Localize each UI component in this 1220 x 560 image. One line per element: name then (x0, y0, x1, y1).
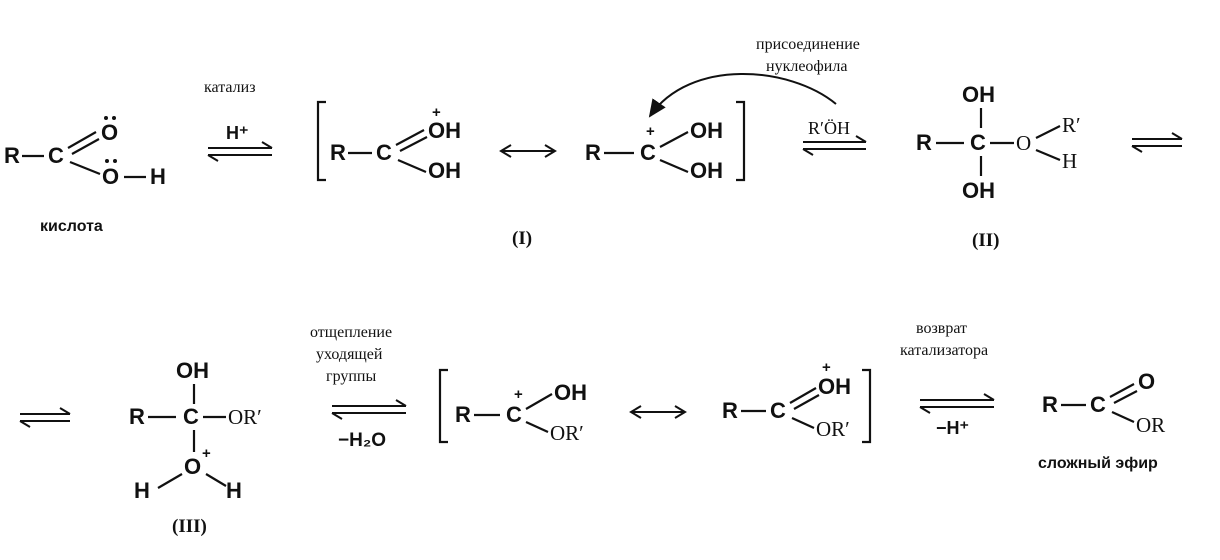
leaving-label-line2: уходящей (316, 346, 383, 363)
catalysis-label: катализ (204, 79, 256, 96)
int4a-oh: OH (554, 380, 587, 405)
ester-structure: R C O OR (1042, 369, 1165, 437)
acid-c: C (48, 143, 64, 168)
acid-structure: R C O O H (4, 116, 166, 189)
nucleophile-label-line2: нуклеофила (766, 58, 847, 75)
resonance-arrow-1 (499, 144, 557, 158)
ester-c: C (1090, 392, 1106, 417)
equilibrium-arrow-1 (207, 141, 273, 162)
acid-double-bond-a (67, 131, 97, 149)
ester-caption: сложный эфир (1038, 455, 1158, 472)
form-b-plus: + (646, 123, 655, 140)
form-a-c: C (376, 140, 392, 165)
acid-carbonyl-lone-pair-2 (112, 116, 116, 120)
int2-o: O (1016, 131, 1031, 155)
ester-r: R (1042, 392, 1058, 417)
acid-hydroxyl-lone-pair-2 (113, 159, 117, 163)
intermediate-1-form-a: R C + OH OH (330, 104, 461, 183)
equilibrium-arrow-3 (1131, 132, 1183, 153)
intermediate-1-label: (I) (512, 228, 532, 249)
int3-c: C (183, 404, 199, 429)
acid-r: R (4, 143, 20, 168)
ester-or: OR (1136, 413, 1165, 437)
int4b-c: C (770, 398, 786, 423)
int3-r: R (129, 404, 145, 429)
nucleophile-attack-curved-arrow (648, 73, 837, 118)
form-b-oh-top: OH (690, 118, 723, 143)
int4b-oh: OH (818, 374, 851, 399)
intermediate-2-label: (II) (972, 230, 999, 251)
nucleophile-reagent: R′ÖH (808, 118, 850, 138)
return-label-line2: катализатора (900, 342, 988, 359)
int2-c: C (970, 130, 986, 155)
int2-h: H (1062, 149, 1077, 173)
int2-oh-bottom: OH (962, 178, 995, 203)
int3-or-prime: OR′ (228, 405, 262, 429)
acid-h: H (150, 164, 166, 189)
leaving-label-line1: отщепление (310, 324, 392, 341)
form-b-r: R (585, 140, 601, 165)
h-plus-label: H⁺ (226, 123, 249, 143)
int4a-plus: + (514, 386, 523, 403)
int3-oh-top: OH (176, 358, 209, 383)
int2-r-prime: R′ (1062, 113, 1081, 137)
resonance-arrow-2 (629, 405, 687, 419)
intermediate-1-bracket (316, 100, 746, 182)
int4a-or-prime: OR′ (550, 421, 584, 445)
int4b-or-prime: OR′ (816, 417, 850, 441)
intermediate-4-form-b: R C + OH OR′ (722, 359, 851, 441)
int4b-plus: + (822, 359, 831, 376)
intermediate-4-bracket (438, 368, 872, 444)
int2-oh-top: OH (962, 82, 995, 107)
acid-carbonyl-lone-pair (104, 116, 108, 120)
acid-double-bond-b (71, 138, 100, 155)
intermediate-4-form-a: R C + OH OR′ (455, 380, 587, 445)
form-b-oh-bottom: OH (690, 158, 723, 183)
equilibrium-arrow-4 (19, 407, 71, 428)
form-a-r: R (330, 140, 346, 165)
int4a-r: R (455, 402, 471, 427)
ester-carbonyl-o: O (1138, 369, 1155, 394)
int4b-r: R (722, 398, 738, 423)
nucleophile-label-line1: присоединение (756, 36, 860, 53)
intermediate-2-structure: OH R C O R′ H OH (916, 82, 1081, 203)
int3-plus: + (202, 445, 211, 462)
acid-hydroxyl-lone-pair (105, 159, 109, 163)
form-a-oh-bottom: OH (428, 158, 461, 183)
acid-caption: кислота (40, 218, 103, 235)
equilibrium-arrow-2 (802, 135, 867, 156)
intermediate-1-form-b: R C + OH OH (585, 118, 723, 183)
acid-hydroxyl-o: O (102, 164, 119, 189)
minus-water-label: −H₂O (338, 430, 386, 451)
form-b-c: C (640, 140, 656, 165)
return-label-line1: возврат (916, 320, 967, 337)
int3-h-right: H (226, 478, 242, 503)
form-a-oh-top: OH (428, 118, 461, 143)
equilibrium-arrow-6 (919, 393, 995, 414)
intermediate-3-label: (III) (172, 516, 207, 537)
leaving-label-line3: группы (326, 368, 376, 385)
form-a-plus: + (432, 104, 441, 121)
minus-h-plus-label: −H⁺ (936, 418, 969, 438)
equilibrium-arrow-5 (331, 399, 407, 420)
acid-carbonyl-o: O (101, 120, 118, 145)
acid-bond-co (69, 160, 101, 176)
int3-h-left: H (134, 478, 150, 503)
int4a-c: C (506, 402, 522, 427)
int3-o: O (184, 454, 201, 479)
intermediate-3-structure: OH R C OR′ O + H H (129, 358, 262, 503)
int2-r: R (916, 130, 932, 155)
